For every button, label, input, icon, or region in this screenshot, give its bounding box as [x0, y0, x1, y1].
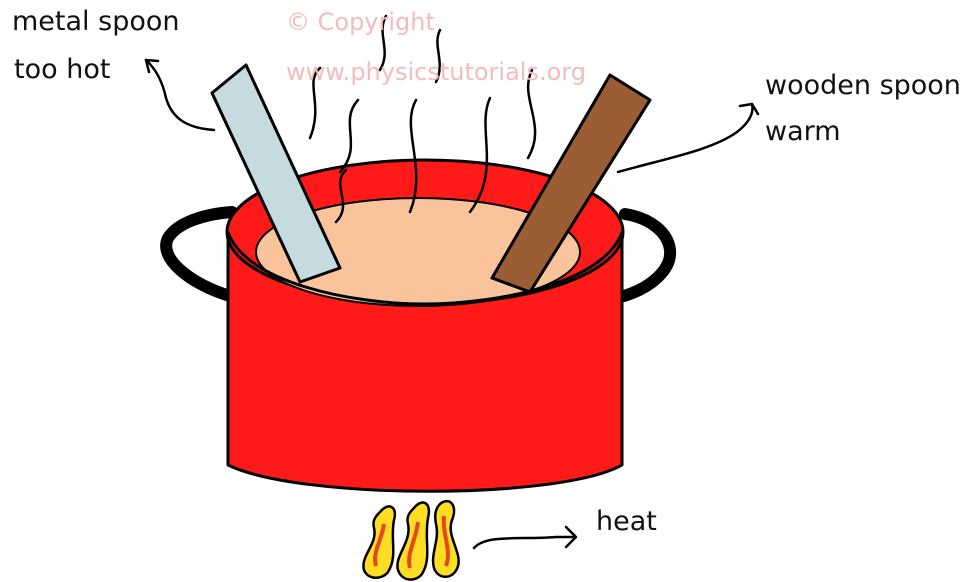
- flame-icon: [397, 503, 428, 580]
- watermark-url: www.physicstutorials.org: [286, 60, 586, 84]
- flame-icon: [433, 501, 459, 577]
- warm-label: warm: [765, 118, 841, 145]
- left-pot-handle: [166, 212, 232, 296]
- metal-spoon-pointer-arrow: [146, 60, 214, 130]
- heat-pointer-arrow: [474, 537, 575, 548]
- flame-icon: [363, 506, 394, 577]
- watermark-copyright: © Copyright: [286, 10, 435, 34]
- flames: [363, 501, 458, 579]
- curved-arrow-icon: [740, 104, 758, 114]
- steam-wisp-icon: [340, 100, 358, 172]
- right-pot-handle: [624, 214, 670, 296]
- wooden-spoon-label: wooden spoon: [765, 72, 961, 99]
- heat-label: heat: [596, 508, 657, 535]
- too-hot-label: too hot: [14, 56, 110, 83]
- metal-spoon-label: metal spoon: [12, 8, 179, 35]
